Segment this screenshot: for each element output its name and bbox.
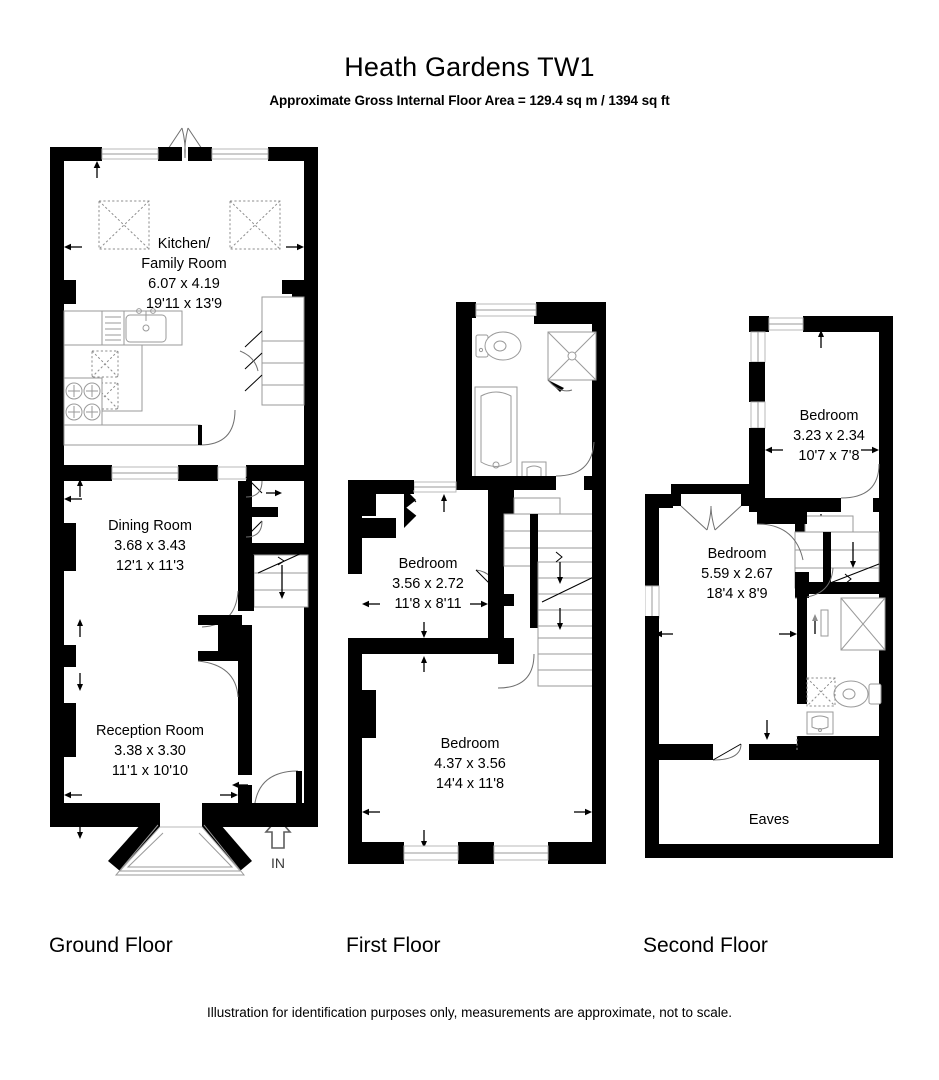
ground-floor-plan: Kitchen/ Family Room 6.07 x 4.19 19'11 x… [50,125,318,910]
svg-text:Eaves: Eaves [749,812,789,828]
svg-text:6.07 x 4.19: 6.07 x 4.19 [148,276,220,292]
svg-text:3.38 x 3.30: 3.38 x 3.30 [114,743,186,759]
svg-text:3.56 x 2.72: 3.56 x 2.72 [392,576,464,592]
svg-text:19'11 x 13'9: 19'11 x 13'9 [146,296,222,312]
svg-text:11'1 x 10'10: 11'1 x 10'10 [112,763,188,779]
svg-text:Reception Room: Reception Room [96,723,204,739]
svg-text:4.37 x 3.56: 4.37 x 3.56 [434,756,506,772]
floor-label-ground: Ground Floor [49,934,173,957]
disclaimer-text: Illustration for identification purposes… [206,1005,733,1020]
svg-text:Bedroom: Bedroom [399,556,458,572]
svg-text:18'4 x 8'9: 18'4 x 8'9 [706,586,767,602]
svg-text:Kitchen/: Kitchen/ [158,236,211,252]
svg-text:10'7 x 7'8: 10'7 x 7'8 [798,448,859,464]
svg-text:14'4 x 11'8: 14'4 x 11'8 [436,776,504,792]
first-floor-plan: Bedroom 3.56 x 2.72 11'8 x 8'11 Bedroom … [348,302,606,874]
svg-text:Dining Room: Dining Room [108,518,192,534]
second-floor-plan: Bedroom 3.23 x 2.34 10'7 x 7'8 Bedroom 5… [645,316,893,874]
svg-text:3.68 x 3.43: 3.68 x 3.43 [114,538,186,554]
svg-text:Bedroom: Bedroom [800,408,859,424]
svg-text:IN: IN [271,855,285,871]
page-subtitle: Approximate Gross Internal Floor Area = … [269,93,670,108]
svg-text:Bedroom: Bedroom [708,546,767,562]
floor-label-second: Second Floor [643,934,768,957]
floor-label-first: First Floor [346,934,441,957]
page-title: Heath Gardens TW1 [344,52,595,82]
svg-text:11'8 x 8'11: 11'8 x 8'11 [394,596,461,612]
svg-text:5.59 x 2.67: 5.59 x 2.67 [701,566,773,582]
svg-text:Bedroom: Bedroom [441,736,500,752]
svg-text:12'1 x 11'3: 12'1 x 11'3 [116,558,184,574]
svg-text:Family Room: Family Room [141,256,226,272]
svg-text:3.23 x 2.34: 3.23 x 2.34 [793,428,865,444]
